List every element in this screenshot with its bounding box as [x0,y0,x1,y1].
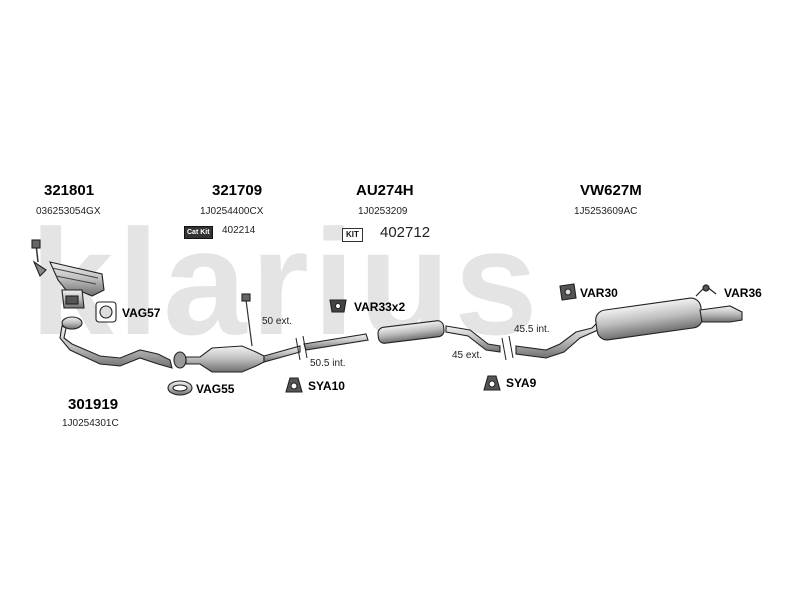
sya10-label: SYA10 [308,379,345,393]
rear-silencer [515,297,743,359]
rubber-var33-icon [329,299,347,313]
rear-part-number: VW627M [580,182,642,199]
front-pipe-part-number: 301919 [68,396,119,413]
rubber-var30-icon [559,283,577,301]
centre-part-number: AU274H [356,182,414,199]
hanger-sya9-icon [483,375,501,391]
pipe-break-marks [295,335,514,361]
front-pipe-reference: 1J0254301C [62,418,119,429]
dimension-50-5-int: 50.5 int. [310,358,346,369]
hanger-sya10-icon [285,377,303,393]
rear-reference: 1J5253609AC [574,206,638,217]
dimension-45-ext: 45 ext. [452,350,483,361]
front-pipe [59,316,173,369]
hanger-var36-icon [695,284,717,297]
centre-reference: 1J0253209 [358,206,408,217]
dimension-50-ext: 50 ext. [262,316,293,327]
catalytic-converter [173,293,301,373]
sya9-label: SYA9 [506,376,537,390]
vag55-label: VAG55 [196,382,235,396]
centre-pipe [303,320,501,353]
manifold-reference: 036253054GX [36,206,101,217]
gasket-vag57-icon [95,301,117,323]
kit-number: 402712 [380,224,431,241]
clamp-vag55-icon [167,380,193,396]
catalyst-part-number: 321709 [212,182,263,199]
manifold-part-number: 321801 [44,182,95,199]
exhaust-manifold [31,239,105,309]
cat-kit-number: 402214 [222,225,256,236]
catalyst-reference: 1J0254400CX [200,206,264,217]
var30-label: VAR30 [580,286,618,300]
cat-kit-badge: Cat Kit [184,226,213,239]
var36-label: VAR36 [724,286,762,300]
vag57-label: VAG57 [122,306,161,320]
kit-badge: KIT [342,228,363,242]
dimension-45-5-int: 45.5 int. [514,324,550,335]
var33-label: VAR33x2 [354,300,406,314]
